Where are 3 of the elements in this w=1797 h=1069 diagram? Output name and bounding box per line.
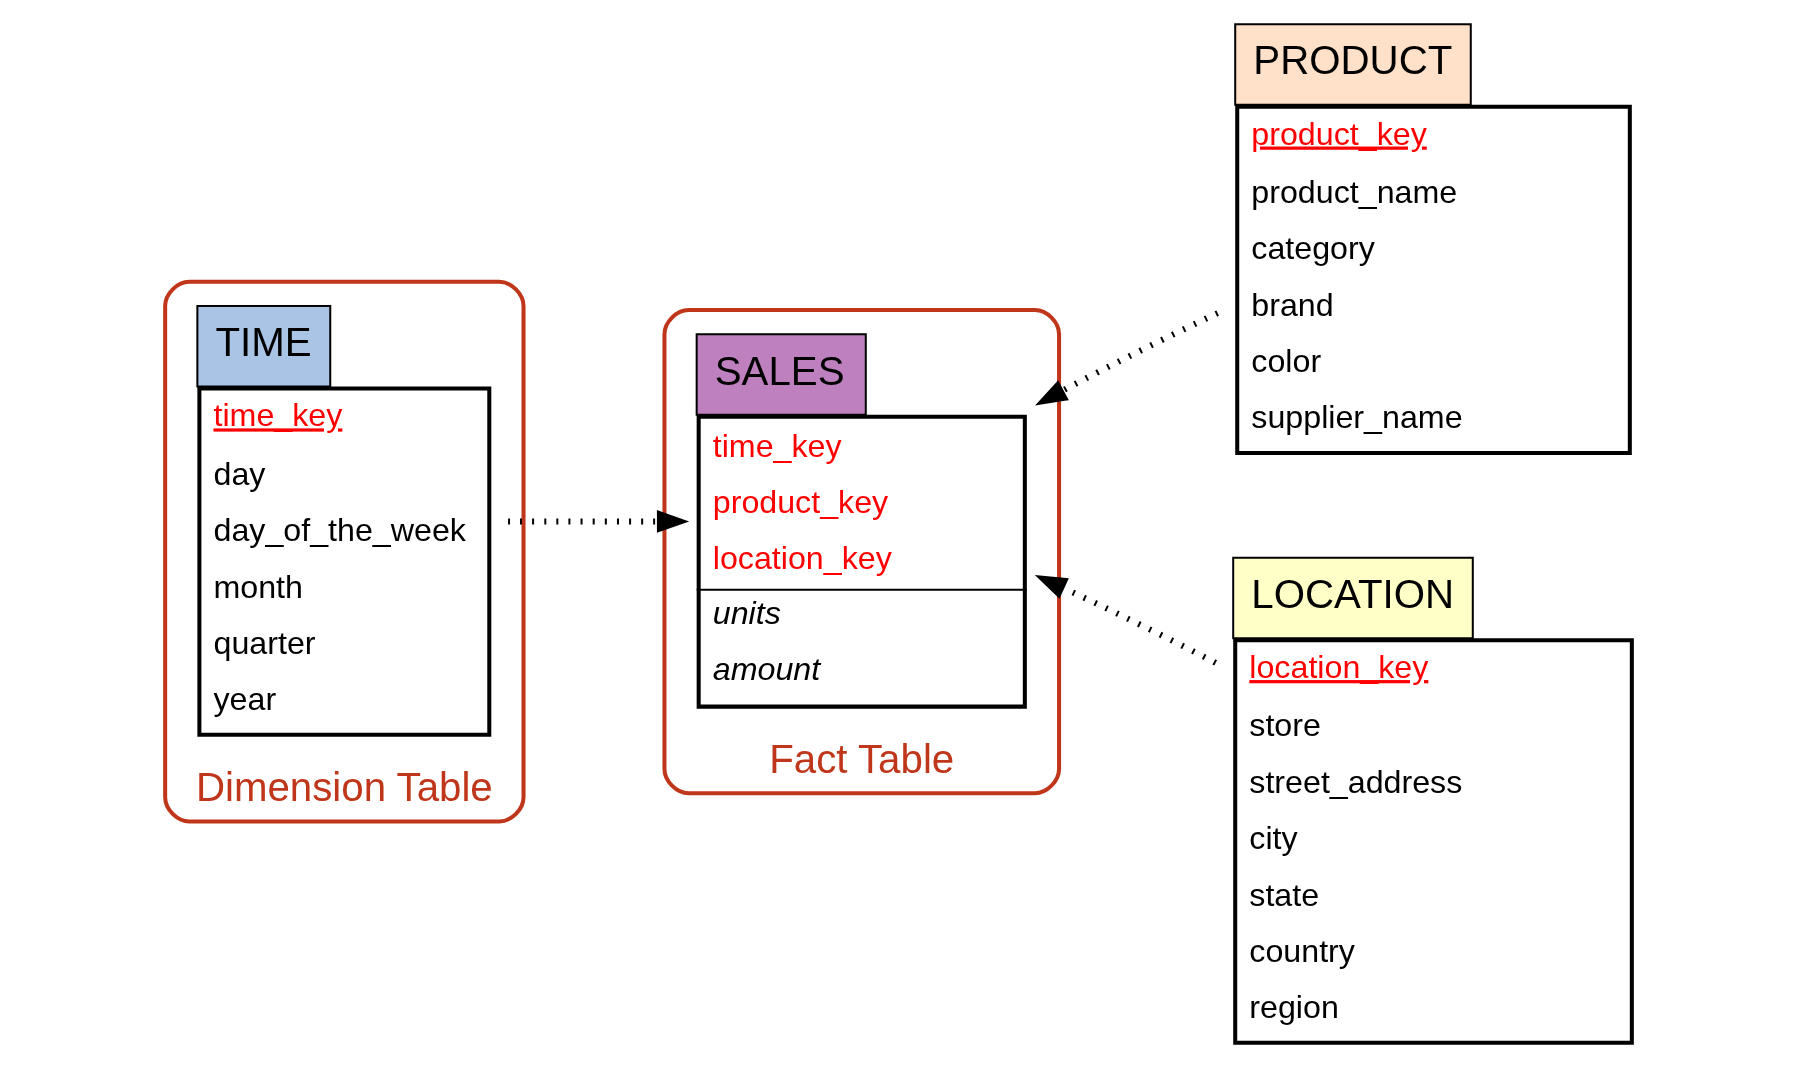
- arrow: [1034, 575, 1217, 666]
- arrow: [507, 510, 689, 533]
- arrow: [1034, 310, 1219, 406]
